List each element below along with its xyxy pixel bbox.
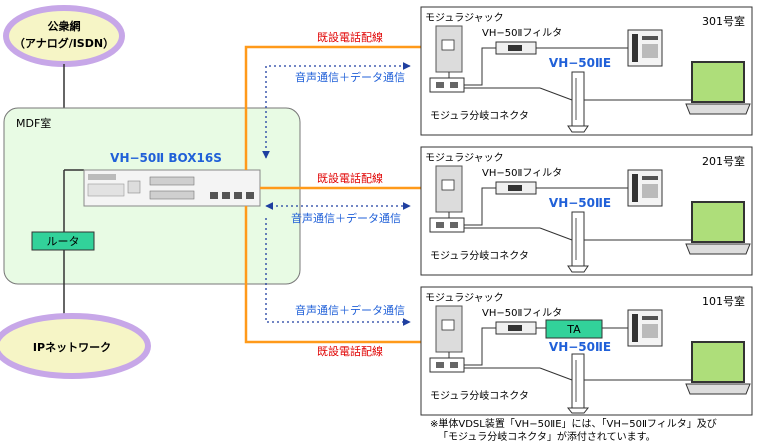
room-301-modem-label: VH−50ⅡE — [549, 56, 611, 70]
room-101-number: 101号室 — [702, 294, 745, 308]
room-301: モジュラジャック 301号室 VH−50Ⅱフィルタ VH−50ⅡE モジュラ分岐… — [420, 6, 753, 136]
room-201-modem-icon — [567, 211, 589, 273]
main-unit — [83, 169, 261, 207]
existing-line-label-301: 既設電話配線 — [317, 30, 383, 44]
room-201-splitter-icon — [429, 217, 465, 233]
voice-data-links — [262, 62, 411, 326]
room-101: モジュラジャック 101号室 VH−50Ⅱフィルタ VH−50ⅡE モジュラ分岐… — [420, 286, 753, 416]
room-301-phone-icon — [627, 29, 663, 67]
room-301-splitter-label: モジュラ分岐コネクタ — [430, 109, 529, 122]
room-101-splitter-label: モジュラ分岐コネクタ — [430, 389, 529, 402]
room-201-pc-icon — [685, 201, 751, 255]
room-101-ta-label: TA — [566, 323, 581, 336]
main-unit-label: VH−50Ⅱ BOX16S — [110, 151, 222, 165]
room-201-splitter-label: モジュラ分岐コネクタ — [430, 249, 529, 262]
mdf-room-label: MDF室 — [16, 116, 51, 130]
voice-data-label-201: 音声通信＋データ通信 — [291, 211, 401, 225]
ip-network-label: IPネットワーク — [33, 341, 111, 354]
existing-line-label-101: 既設電話配線 — [317, 344, 383, 358]
room-301-jack-label: モジュラジャック — [425, 12, 504, 24]
room-201-jack-label: モジュラジャック — [425, 152, 504, 164]
room-201-filter-label: VH−50Ⅱフィルタ — [482, 167, 562, 179]
room-101-jack-label: モジュラジャック — [425, 292, 504, 304]
public-network-line2: （アナログ/ISDN） — [14, 36, 114, 50]
router: ルータ — [31, 231, 95, 251]
room-201-number: 201号室 — [702, 154, 745, 168]
room-201-phone-icon — [627, 169, 663, 207]
public-network-line1: 公衆網 — [48, 19, 81, 33]
room-101-splitter-icon — [429, 357, 465, 373]
public-network-cloud: 公衆網 （アナログ/ISDN） — [3, 5, 125, 67]
room-101-phone-icon — [627, 309, 663, 347]
room-101-filter-label: VH−50Ⅱフィルタ — [482, 307, 562, 319]
router-label: ルータ — [47, 235, 80, 248]
ip-network-cloud: IPネットワーク — [0, 313, 151, 379]
room-301-pc-icon — [685, 61, 751, 115]
room-101-modem-label: VH−50ⅡE — [549, 340, 611, 354]
room-301-modem-icon — [567, 71, 589, 133]
voice-data-label-301: 音声通信＋データ通信 — [295, 70, 405, 84]
room-101-modem-icon — [566, 353, 590, 414]
room-201-modem-label: VH−50ⅡE — [549, 196, 611, 210]
voice-data-label-101: 音声通信＋データ通信 — [295, 303, 405, 317]
existing-line-label-201: 既設電話配線 — [317, 171, 383, 185]
room-301-number: 301号室 — [702, 14, 745, 28]
room-201: モジュラジャック 201号室 VH−50Ⅱフィルタ VH−50ⅡE モジュラ分岐… — [420, 146, 753, 276]
room-101-ta: TA — [545, 319, 603, 339]
room-301-splitter-icon — [429, 77, 465, 93]
existing-wiring — [244, 45, 436, 344]
room-301-filter-label: VH−50Ⅱフィルタ — [482, 27, 562, 39]
room-101-pc-icon — [685, 341, 751, 395]
footnote-line1: ※単体VDSL装置「VH−50ⅡE」には、「VH−50Ⅱフィルタ」及び — [430, 417, 717, 430]
footnote-line2: 「モジュラ分岐コネクタ」が添付されています。 — [438, 430, 656, 443]
